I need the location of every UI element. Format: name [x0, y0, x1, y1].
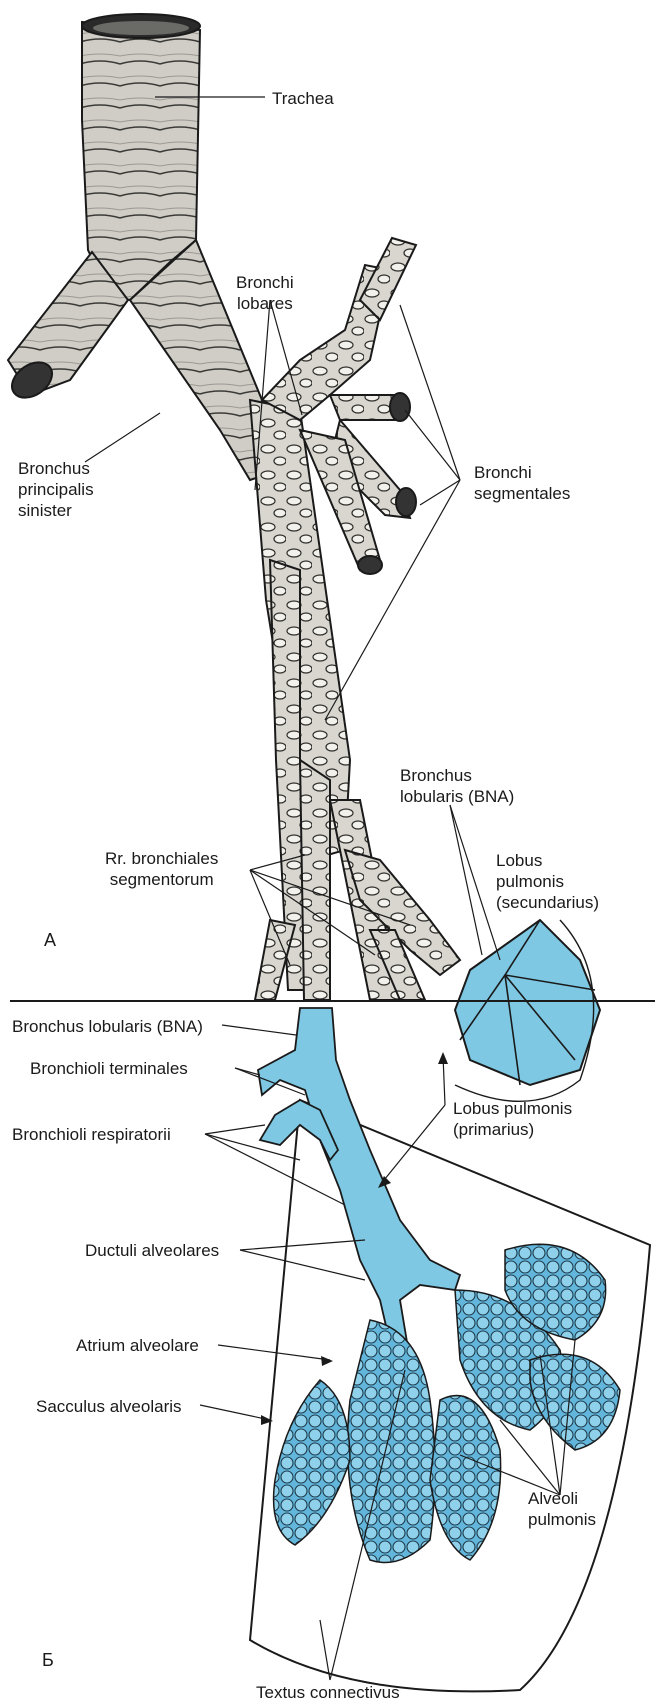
panel-b-marker: Б [42, 1650, 54, 1671]
label-lobus-primarius-line2: (primarius) [453, 1119, 572, 1140]
label-bronchus-principalis-line3: sinister [18, 500, 94, 521]
label-bronchus-principalis-sinister: Bronchus principalis sinister [18, 458, 94, 521]
label-rr-bronchiales: Rr. bronchiales segmentorum [105, 848, 218, 890]
label-rr-bronchiales-line1: Rr. bronchiales [105, 848, 218, 869]
label-ductuli-alveolares: Ductuli alveolares [85, 1240, 219, 1261]
label-bronchus-principalis-line2: principalis [18, 479, 94, 500]
label-bronchi-lobares-line2: lobares [236, 293, 294, 314]
panel-a-drawing [5, 14, 600, 1101]
label-bronchus-principalis-line1: Bronchus [18, 458, 94, 479]
alveolar-cluster-left [274, 1320, 435, 1563]
label-lobus-secundarius: Lobus pulmonis (secundarius) [496, 850, 599, 913]
label-bronchi-lobares: Bronchi lobares [236, 272, 294, 314]
label-bronchus-lobularis-a-line2: lobularis (BNA) [400, 786, 514, 807]
label-bronchi-lobares-line1: Bronchi [236, 272, 294, 293]
label-alveoli-pulmonis: Alveoli pulmonis [528, 1488, 596, 1530]
label-sacculus-alveolaris: Sacculus alveolaris [36, 1396, 182, 1417]
label-textus-connectivus: Textus connectivus [256, 1682, 400, 1703]
label-lobus-secundarius-line2: pulmonis [496, 871, 599, 892]
label-atrium-alveolare: Atrium alveolare [76, 1335, 199, 1356]
label-rr-bronchiales-line2: segmentorum [105, 869, 218, 890]
label-bronchi-segmentales: Bronchi segmentales [474, 462, 570, 504]
label-lobus-primarius-line1: Lobus pulmonis [453, 1098, 572, 1119]
label-lobus-secundarius-line1: Lobus [496, 850, 599, 871]
label-bronchioli-respiratorii: Bronchioli respiratorii [12, 1124, 171, 1145]
label-bronchus-lobularis-b: Bronchus lobularis (BNA) [12, 1016, 203, 1037]
lobular-bronchiole-shape [258, 1008, 460, 1365]
label-lobus-secundarius-line3: (secundarius) [496, 892, 599, 913]
label-alveoli-pulmonis-line2: pulmonis [528, 1509, 596, 1530]
label-lobus-primarius: Lobus pulmonis (primarius) [453, 1098, 572, 1140]
label-bronchus-lobularis-a: Bronchus lobularis (BNA) [400, 765, 514, 807]
panel-a-marker: А [44, 930, 56, 951]
label-bronchi-segmentales-line2: segmentales [474, 483, 570, 504]
label-trachea: Trachea [272, 88, 334, 109]
label-alveoli-pulmonis-line1: Alveoli [528, 1488, 596, 1509]
panel-b-drawing [250, 1008, 650, 1691]
label-bronchi-segmentales-line1: Bronchi [474, 462, 570, 483]
label-bronchus-lobularis-a-line1: Bronchus [400, 765, 514, 786]
label-bronchioli-terminales: Bronchioli terminales [30, 1058, 188, 1079]
